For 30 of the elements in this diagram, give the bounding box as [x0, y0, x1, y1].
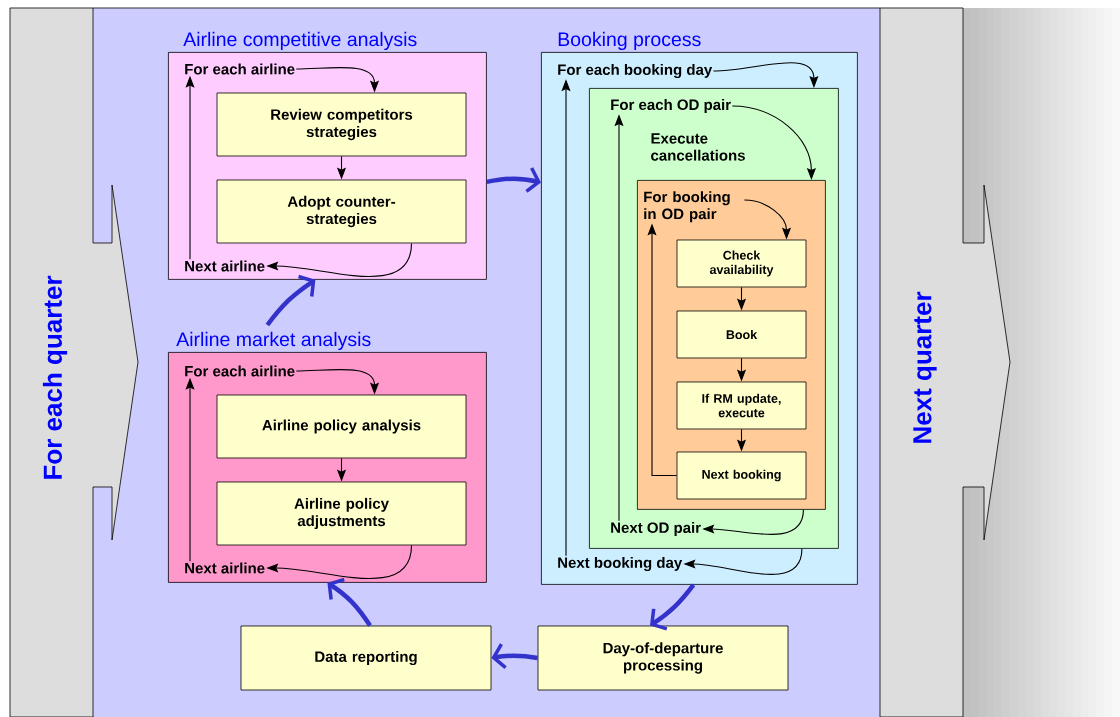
process-box: Airline policy adjustments — [216, 481, 467, 546]
process-box: Data reporting — [240, 625, 492, 691]
loop-band: Next quarter — [879, 7, 1011, 717]
flow-arrow — [491, 643, 538, 669]
loop-label: Next airline — [185, 260, 265, 272]
loop-label: For each airline — [185, 365, 295, 377]
panel-heading: Airline competitive analysis — [183, 31, 417, 51]
panel-heading: Booking process — [558, 31, 701, 51]
process-box: Next booking — [676, 451, 807, 500]
process-box: Review competitors strategies — [216, 92, 467, 157]
process-box: Book — [676, 310, 807, 359]
loop-label: Next OD pair — [611, 522, 701, 536]
process-box: Adopt counter-strategies — [216, 179, 467, 244]
process-box: Day-of-departure processing — [537, 625, 789, 691]
process-box: Airline policy analysis — [216, 394, 467, 459]
process-box: Check availability — [676, 239, 807, 288]
flow-arrow — [327, 577, 372, 627]
loop-band: For each quarter — [9, 7, 139, 717]
loop-label: For booking in OD pair — [644, 191, 730, 223]
loop-label: Next booking day — [558, 556, 683, 571]
flow-arrow — [265, 274, 316, 327]
loop-label: For each OD pair — [611, 99, 731, 113]
panel-heading: Airline market analysis — [176, 331, 371, 351]
process-box: If RM update, execute — [676, 381, 807, 430]
loop-label: For each booking day — [558, 64, 713, 79]
step-label: Execute cancellations — [651, 133, 745, 161]
loop-label: For each airline — [185, 63, 295, 75]
loop-label: Next airline — [185, 562, 265, 574]
flow-arrow — [650, 583, 696, 631]
flow-arrow — [486, 167, 541, 193]
